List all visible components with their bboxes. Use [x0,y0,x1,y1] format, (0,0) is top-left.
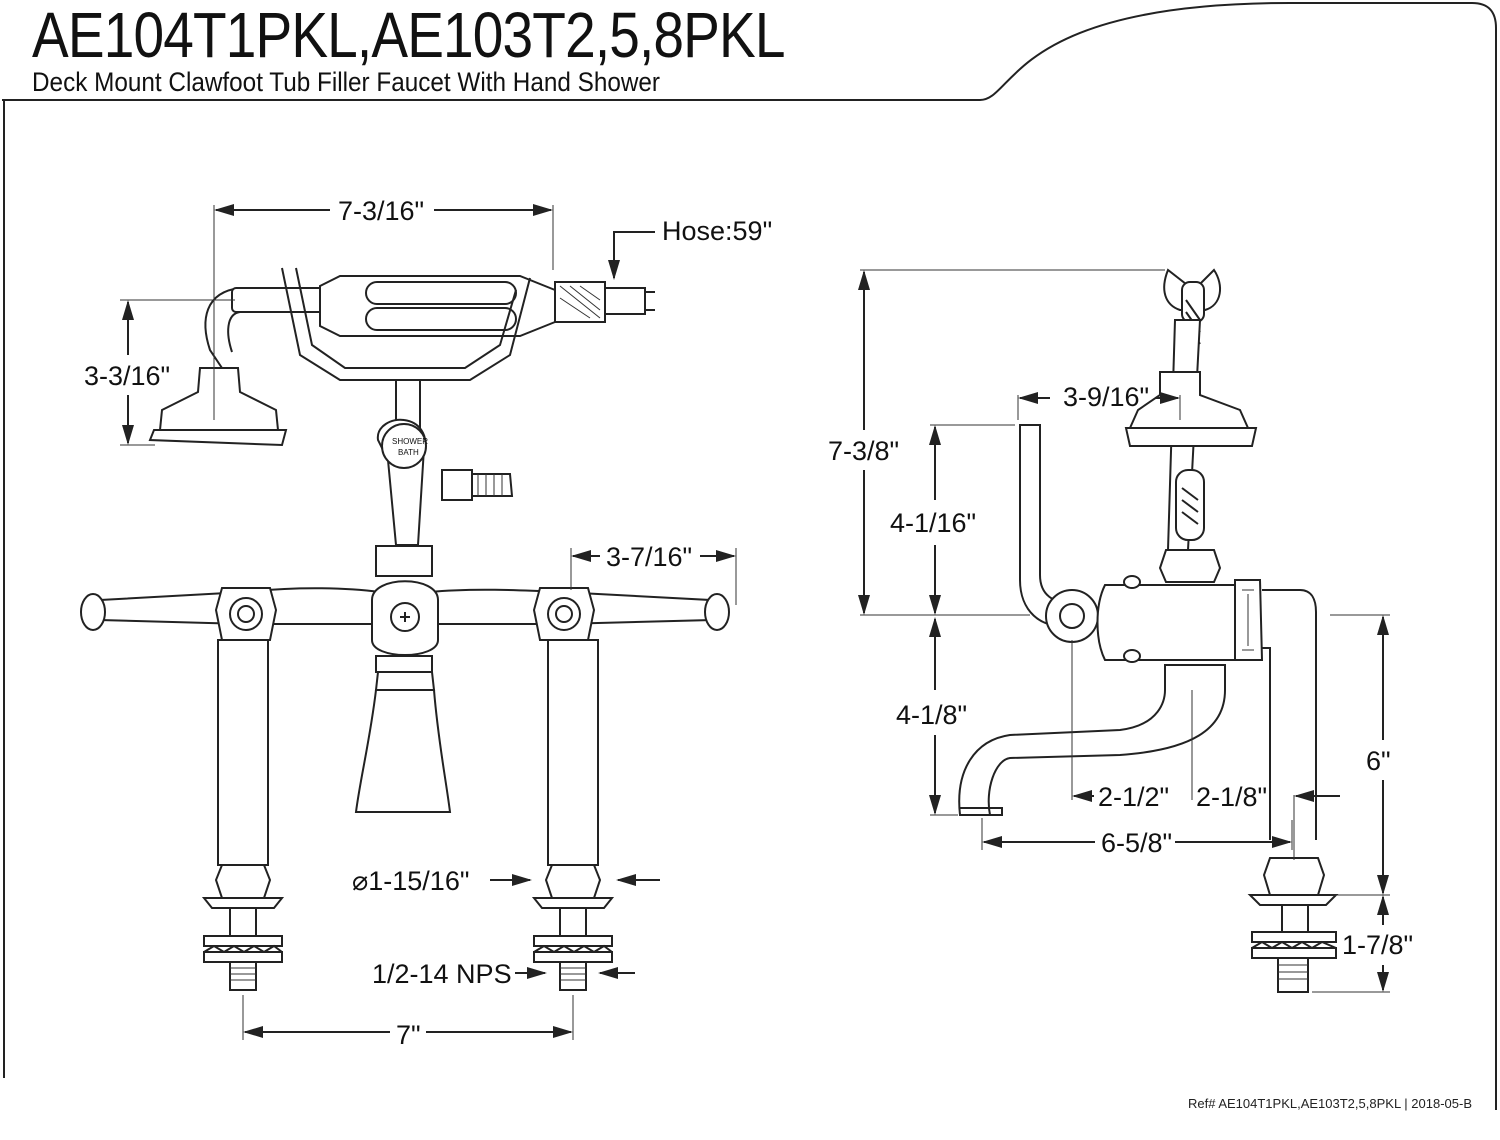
dim-shank-length-label: 1-7/8" [1342,930,1413,960]
diverter-label-shower: SHOWER [392,437,428,446]
dim-spout-drop-label: 4-1/8" [896,700,967,730]
page-title: AE104T1PKL,AE103T2,5,8PKL [32,0,785,71]
right-leg [531,639,615,991]
dim-spout-offset: 2-1/2" [1071,640,1193,812]
dim-thread-label: 1/2-14 NPS [372,959,512,989]
left-leg [201,639,285,991]
left-handle [214,587,278,641]
dim-riser-offset: 2-1/8" [1196,782,1340,860]
dim-crossover-offset-label: 3-9/16" [1063,382,1149,412]
hand-shower [148,267,655,447]
dim-hose: Hose:59" [608,216,772,280]
drawing-reference: Ref# AE104T1PKL,AE103T2,5,8PKL | 2018-05… [1187,1096,1472,1111]
dim-spout-reach-label: 6-5/8" [1101,828,1172,858]
dim-crossover-height: 4-1/16" [890,424,1015,615]
dim-center-spacing: 7" [242,995,574,1050]
dim-handle-reach-label: 3-7/16" [606,542,692,572]
side-shank [1247,857,1339,993]
dim-shower-width-label: 7-3/16" [338,196,424,226]
dim-center-spacing-label: 7" [396,1020,421,1050]
drawing-frame [2,2,1497,1110]
side-hand-shower [1124,268,1258,583]
dim-spout-offset-label: 2-1/2" [1098,782,1169,812]
dim-crossover-offset: 3-9/16" [1017,382,1181,420]
diverter: SHOWER BATH [375,379,514,577]
dim-handle-reach: 3-7/16" [570,542,737,605]
side-view: 7-3/8" 3-9/16" 4-1/16" 4-1/8" 6" [828,268,1413,993]
dim-riser-offset-label: 2-1/8" [1196,782,1267,812]
front-view: SHOWER BATH [80,196,772,1050]
diverter-label-bath: BATH [398,448,419,457]
dim-shower-height-label: 3-3/16" [84,361,170,391]
dim-shank-length: 1-7/8" [1312,895,1413,993]
dim-crossover-height-label: 4-1/16" [890,508,976,538]
right-handle [532,587,596,641]
page-subtitle: Deck Mount Clawfoot Tub Filler Faucet Wi… [32,67,661,97]
side-valve-body [1045,575,1317,840]
dim-overall-height-label: 7-3/8" [828,436,899,466]
dim-thread: 1/2-14 NPS [372,959,635,989]
dim-spout-drop: 4-1/8" [896,617,967,816]
dim-overall-height: 7-3/8" [828,269,1165,616]
faucet-body [80,580,730,813]
side-spout [958,664,1226,816]
dim-flange: ⌀1-15/16" [352,866,660,896]
dim-flange-label: ⌀1-15/16" [352,866,469,896]
dim-riser-height-label: 6" [1366,746,1391,776]
dim-spout-reach: 6-5/8" [981,818,1293,858]
dim-riser-height: 6" [1330,614,1391,896]
dim-hose-label: Hose:59" [662,216,772,246]
dim-shower-height: 3-3/16" [84,299,235,446]
dim-shower-width: 7-3/16" [213,196,554,420]
